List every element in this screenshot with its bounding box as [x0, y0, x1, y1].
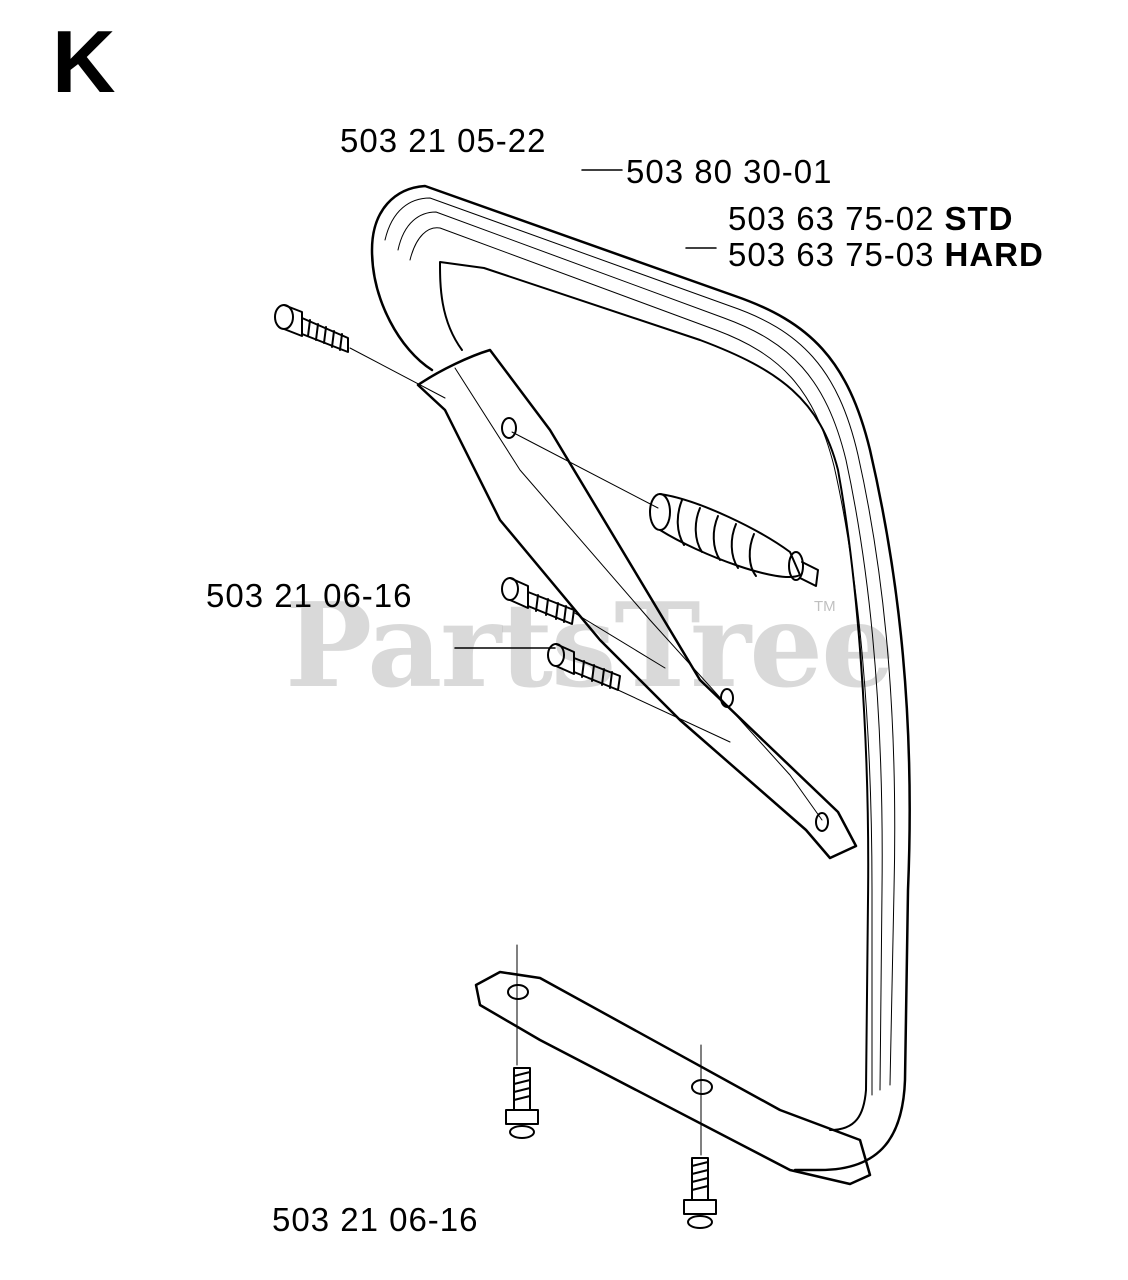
damper-std-number: 503 63 75-02 [728, 200, 935, 237]
part-number-handle: 503 80 30-01 [626, 153, 833, 190]
handle-strut [416, 348, 858, 860]
strut-hole-1 [501, 417, 517, 439]
bolt-middle-icon-1 [501, 577, 575, 625]
handle-base-plate [474, 970, 872, 1186]
handle-bar-outer [370, 184, 911, 1172]
part-number-bolt-middle: 503 21 06-16 [206, 577, 413, 614]
leader-bolt-axis-1 [572, 611, 666, 669]
bolt-middle-icon-2 [547, 643, 621, 691]
base-hole-2 [691, 1079, 713, 1095]
part-number-bolt-top: 503 21 05-22 [340, 122, 547, 159]
bolt-top-icon [274, 304, 349, 353]
leader-bolt-axis-2 [617, 689, 731, 743]
damper-hard-number: 503 63 75-03 [728, 236, 935, 273]
strut-hole-3 [815, 812, 829, 832]
leader-damper-axis [511, 431, 659, 509]
damper-hard-suffix: HARD [944, 236, 1044, 273]
part-number-bolt-bottom: 503 21 06-16 [272, 1201, 479, 1238]
damper-icon [649, 493, 819, 587]
handle-bar-inner [439, 261, 870, 1131]
section-letter: K [52, 12, 116, 111]
watermark: PartsTree [285, 578, 895, 714]
base-hole-1 [507, 984, 529, 1000]
bolt-bottom-icon-1 [505, 1067, 539, 1139]
strut-hole-2 [720, 688, 734, 708]
watermark-trademark: TM [814, 598, 836, 615]
leader-top-bolt [349, 347, 446, 399]
bolt-bottom-icon-2 [683, 1157, 717, 1229]
damper-std-suffix: STD [944, 200, 1014, 237]
